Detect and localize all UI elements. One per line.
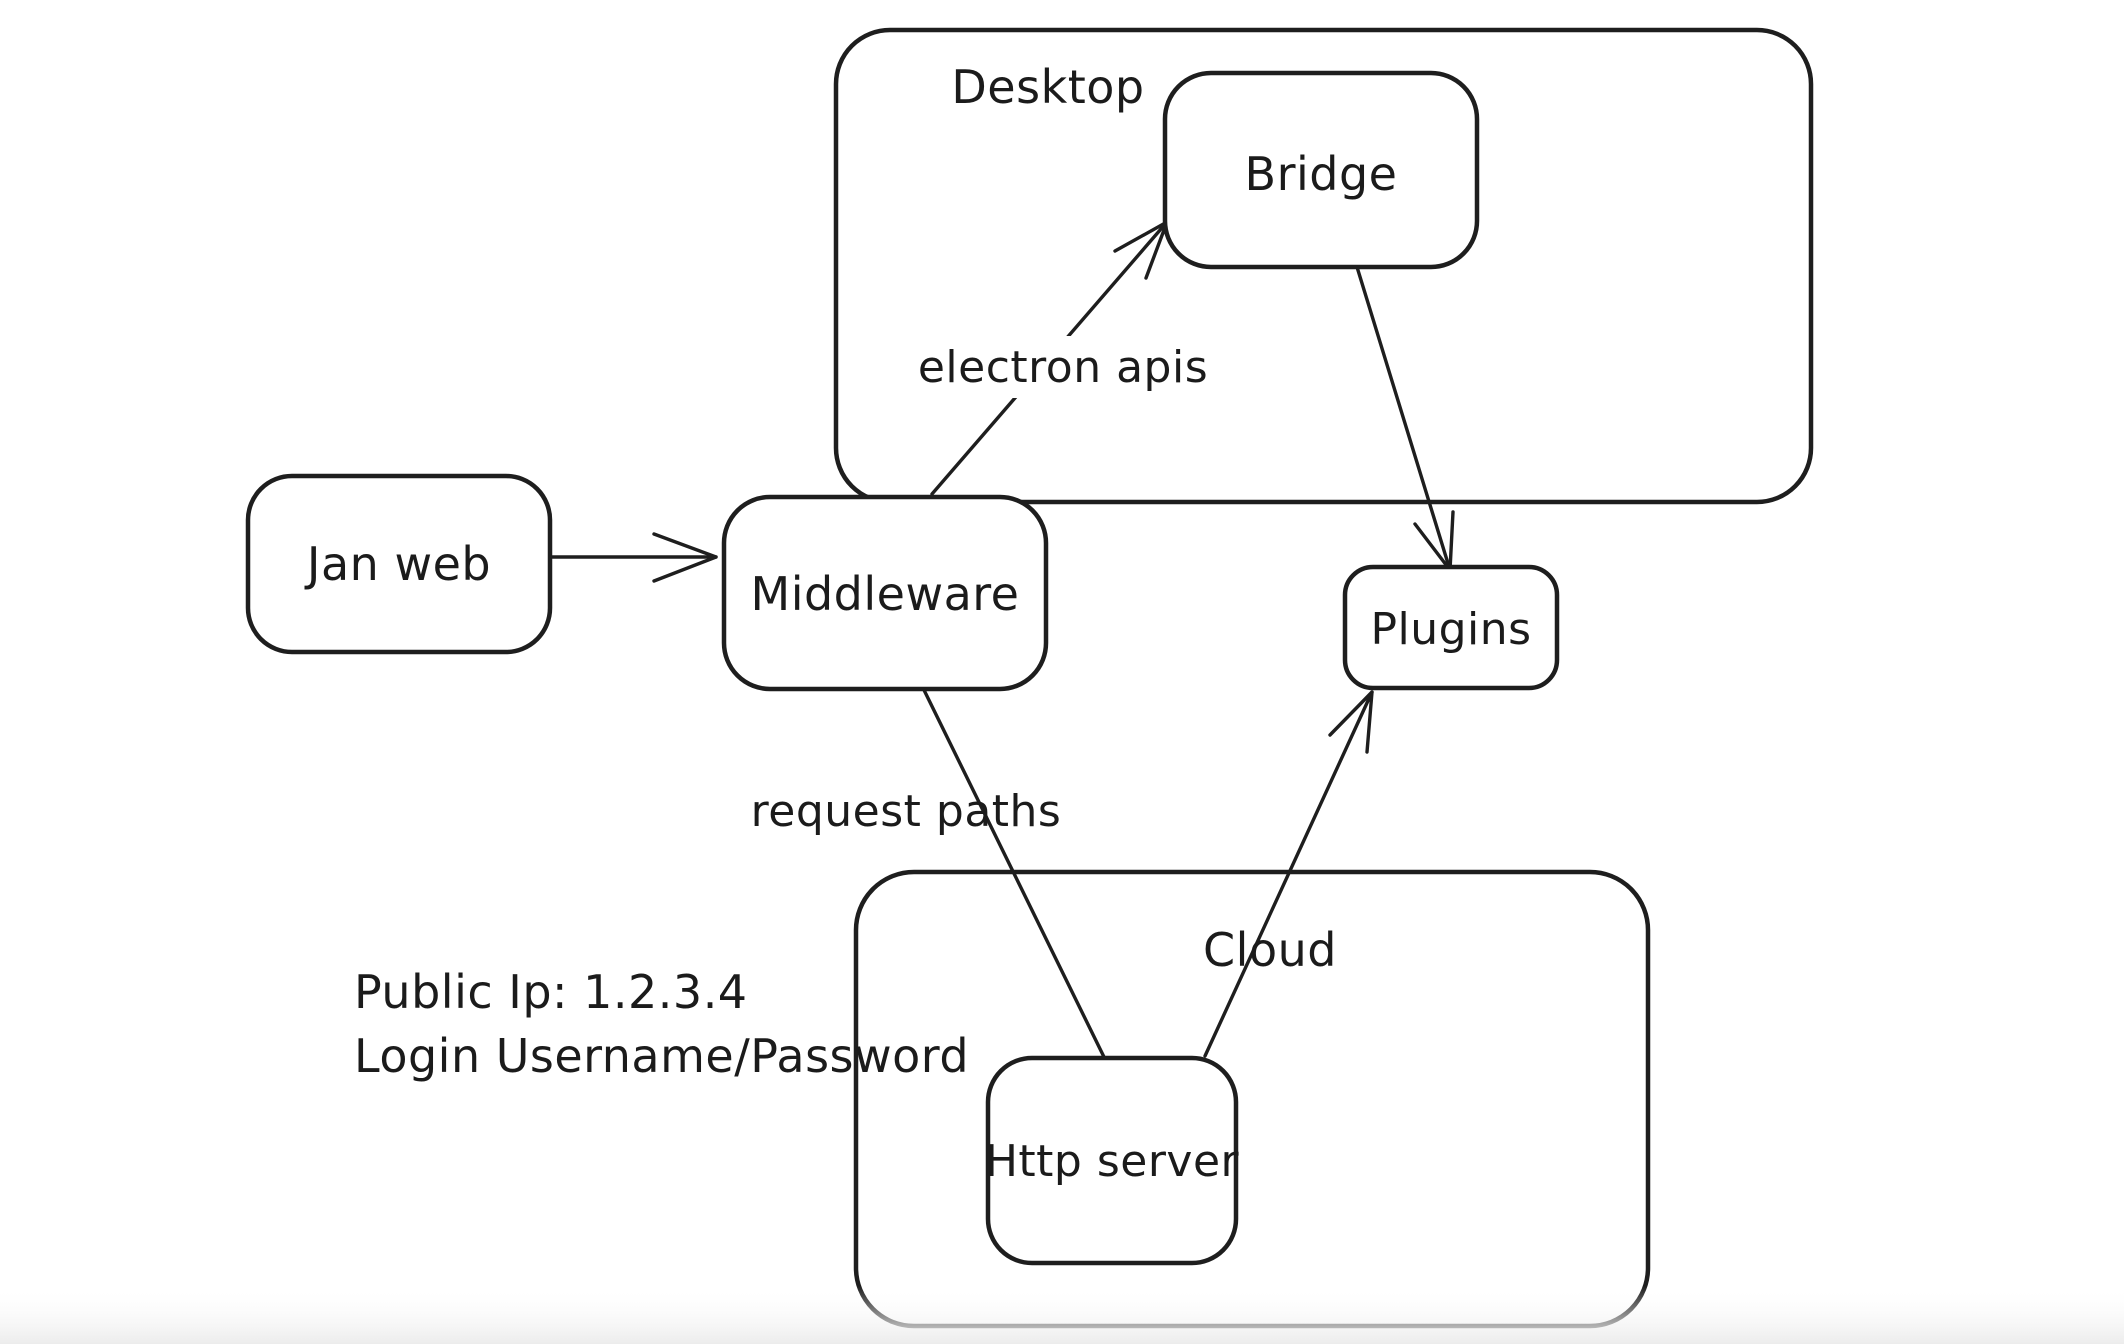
bridge-box bbox=[1162, 70, 1480, 270]
edge-middleware-to-http-server[interactable]: request paths bbox=[751, 688, 1106, 1059]
edge-middleware-to-bridge[interactable]: electron apis bbox=[915, 220, 1211, 496]
edge-shaft bbox=[922, 688, 1106, 1059]
edge-label-electron-apis: electron apis bbox=[918, 342, 1208, 393]
arrowhead-icon bbox=[1328, 690, 1374, 754]
edge-shaft bbox=[1355, 265, 1452, 572]
node-http-server[interactable]: Http server bbox=[985, 1055, 1240, 1266]
jan-web-label: Jan web bbox=[304, 537, 491, 591]
middleware-box bbox=[721, 494, 1049, 692]
cloud-container-label: Cloud bbox=[1203, 923, 1337, 977]
arrowhead-icon bbox=[652, 532, 718, 583]
desktop-container[interactable] bbox=[833, 27, 1814, 505]
edge-label-request-paths: request paths bbox=[751, 786, 1062, 837]
edge-http-server-to-plugins[interactable] bbox=[1203, 690, 1374, 1058]
bottom-edge-fade bbox=[0, 1286, 2124, 1344]
middleware-label: Middleware bbox=[751, 567, 1020, 621]
edge-bridge-to-plugins[interactable] bbox=[1355, 265, 1455, 572]
edge-shaft bbox=[1203, 690, 1374, 1058]
node-middleware[interactable]: Middleware bbox=[721, 494, 1049, 692]
plugins-label: Plugins bbox=[1370, 604, 1531, 655]
edge-label-background bbox=[915, 336, 1211, 398]
http-server-label: Http server bbox=[985, 1136, 1240, 1187]
http-server-box bbox=[985, 1055, 1239, 1266]
public-ip-annotation: Public Ip: 1.2.3.4 bbox=[354, 965, 748, 1019]
plugins-box bbox=[1342, 564, 1560, 691]
edge-jan-web-to-middleware[interactable] bbox=[548, 532, 718, 583]
jan-web-box bbox=[245, 473, 553, 655]
bridge-label: Bridge bbox=[1245, 147, 1398, 201]
node-bridge[interactable]: Bridge bbox=[1162, 70, 1480, 270]
desktop-container-label: Desktop bbox=[951, 60, 1144, 114]
node-plugins[interactable]: Plugins bbox=[1342, 564, 1560, 691]
node-jan-web[interactable]: Jan web bbox=[245, 473, 553, 655]
login-annotation: Login Username/Password bbox=[354, 1029, 969, 1083]
